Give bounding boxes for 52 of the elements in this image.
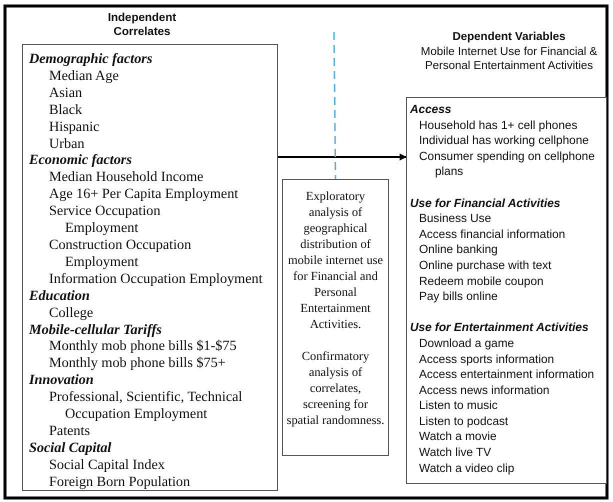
process-box xyxy=(282,179,389,456)
category-heading: Social Capital xyxy=(29,440,112,457)
category-heading: Access xyxy=(410,102,452,118)
variable-name: Consumer spending on cellphone plans xyxy=(418,148,596,180)
variable-name: Download a game xyxy=(418,336,516,352)
variable-name: Social Capital Index xyxy=(48,456,166,474)
category-heading: Mobile-cellular Tariffs xyxy=(29,322,163,338)
variable-name: Age 16+ Per Capita Employment xyxy=(48,186,240,204)
category-heading: Education xyxy=(29,288,91,305)
variable-name: Hispanic xyxy=(48,118,100,136)
variable-name: Construction Occupation Employment xyxy=(48,236,192,271)
variable-name: Median Household Income xyxy=(48,169,204,186)
variable-name: Pay bills online xyxy=(418,289,499,305)
variable-name: Business Use xyxy=(418,211,492,227)
variable-name: Monthly mob phone bills $1-$75 xyxy=(48,338,238,356)
variable-name: Online purchase with text xyxy=(418,258,552,274)
variable-name: Monthly mob phone bills $75+ xyxy=(48,355,227,372)
variable-name: College xyxy=(48,304,94,322)
variable-name: Watch live TV xyxy=(418,445,492,461)
description-text: Confirmatory analysis of correlates, screening for spatial randomness. xyxy=(286,348,385,428)
category-heading: Use for Entertainment Activities xyxy=(410,320,590,336)
variable-name: Access sports information xyxy=(418,352,556,368)
category-heading: Innovation xyxy=(29,372,95,390)
variable-name: Professional, Scientific, Technical Occupation Employment xyxy=(48,389,244,423)
variable-name: Individual has working cellphone xyxy=(418,133,590,149)
arrow xyxy=(278,154,407,160)
variable-name: Online banking xyxy=(418,242,499,258)
variable-name: Service Occupation Employment xyxy=(48,203,162,237)
variable-name: Patents xyxy=(48,422,91,440)
variable-name: Watch a video clip xyxy=(418,460,516,476)
variable-name: Black xyxy=(48,102,84,119)
variable-name: Access financial information xyxy=(418,226,566,242)
variable-name: Information Occupation Employment xyxy=(48,270,264,288)
column-subheading: Mobile Internet Use for Financial & Personal Entertainment Activities xyxy=(420,45,598,73)
dashed-line xyxy=(333,32,336,179)
variable-name: Asian xyxy=(48,84,84,102)
column-heading: Dependent Variables xyxy=(451,30,567,44)
category-heading: Demographic factors xyxy=(29,51,154,68)
column-heading: Independent Correlates xyxy=(106,11,178,39)
variable-name: Listen to podcast xyxy=(418,414,510,430)
variable-name: Watch a movie xyxy=(418,429,498,446)
variable-name: Foreign Born Population xyxy=(48,474,192,491)
category-heading: Economic factors xyxy=(29,152,133,170)
variable-name: Listen to music xyxy=(418,398,499,414)
variable-name: Urban xyxy=(48,136,86,152)
description-text: Exploratory analysis of geographical distribution of mobile internet use for Financial and Personal Entertainment Activities. xyxy=(287,188,384,332)
variable-name: Median Age xyxy=(48,68,120,85)
variable-name: Access entertainment information xyxy=(418,367,596,383)
variable-name: Household has 1+ cell phones xyxy=(418,118,578,134)
variable-name: Access news information xyxy=(418,382,550,398)
variable-name: Redeem mobile coupon xyxy=(418,274,545,290)
category-heading: Use for Financial Activities xyxy=(410,196,562,212)
